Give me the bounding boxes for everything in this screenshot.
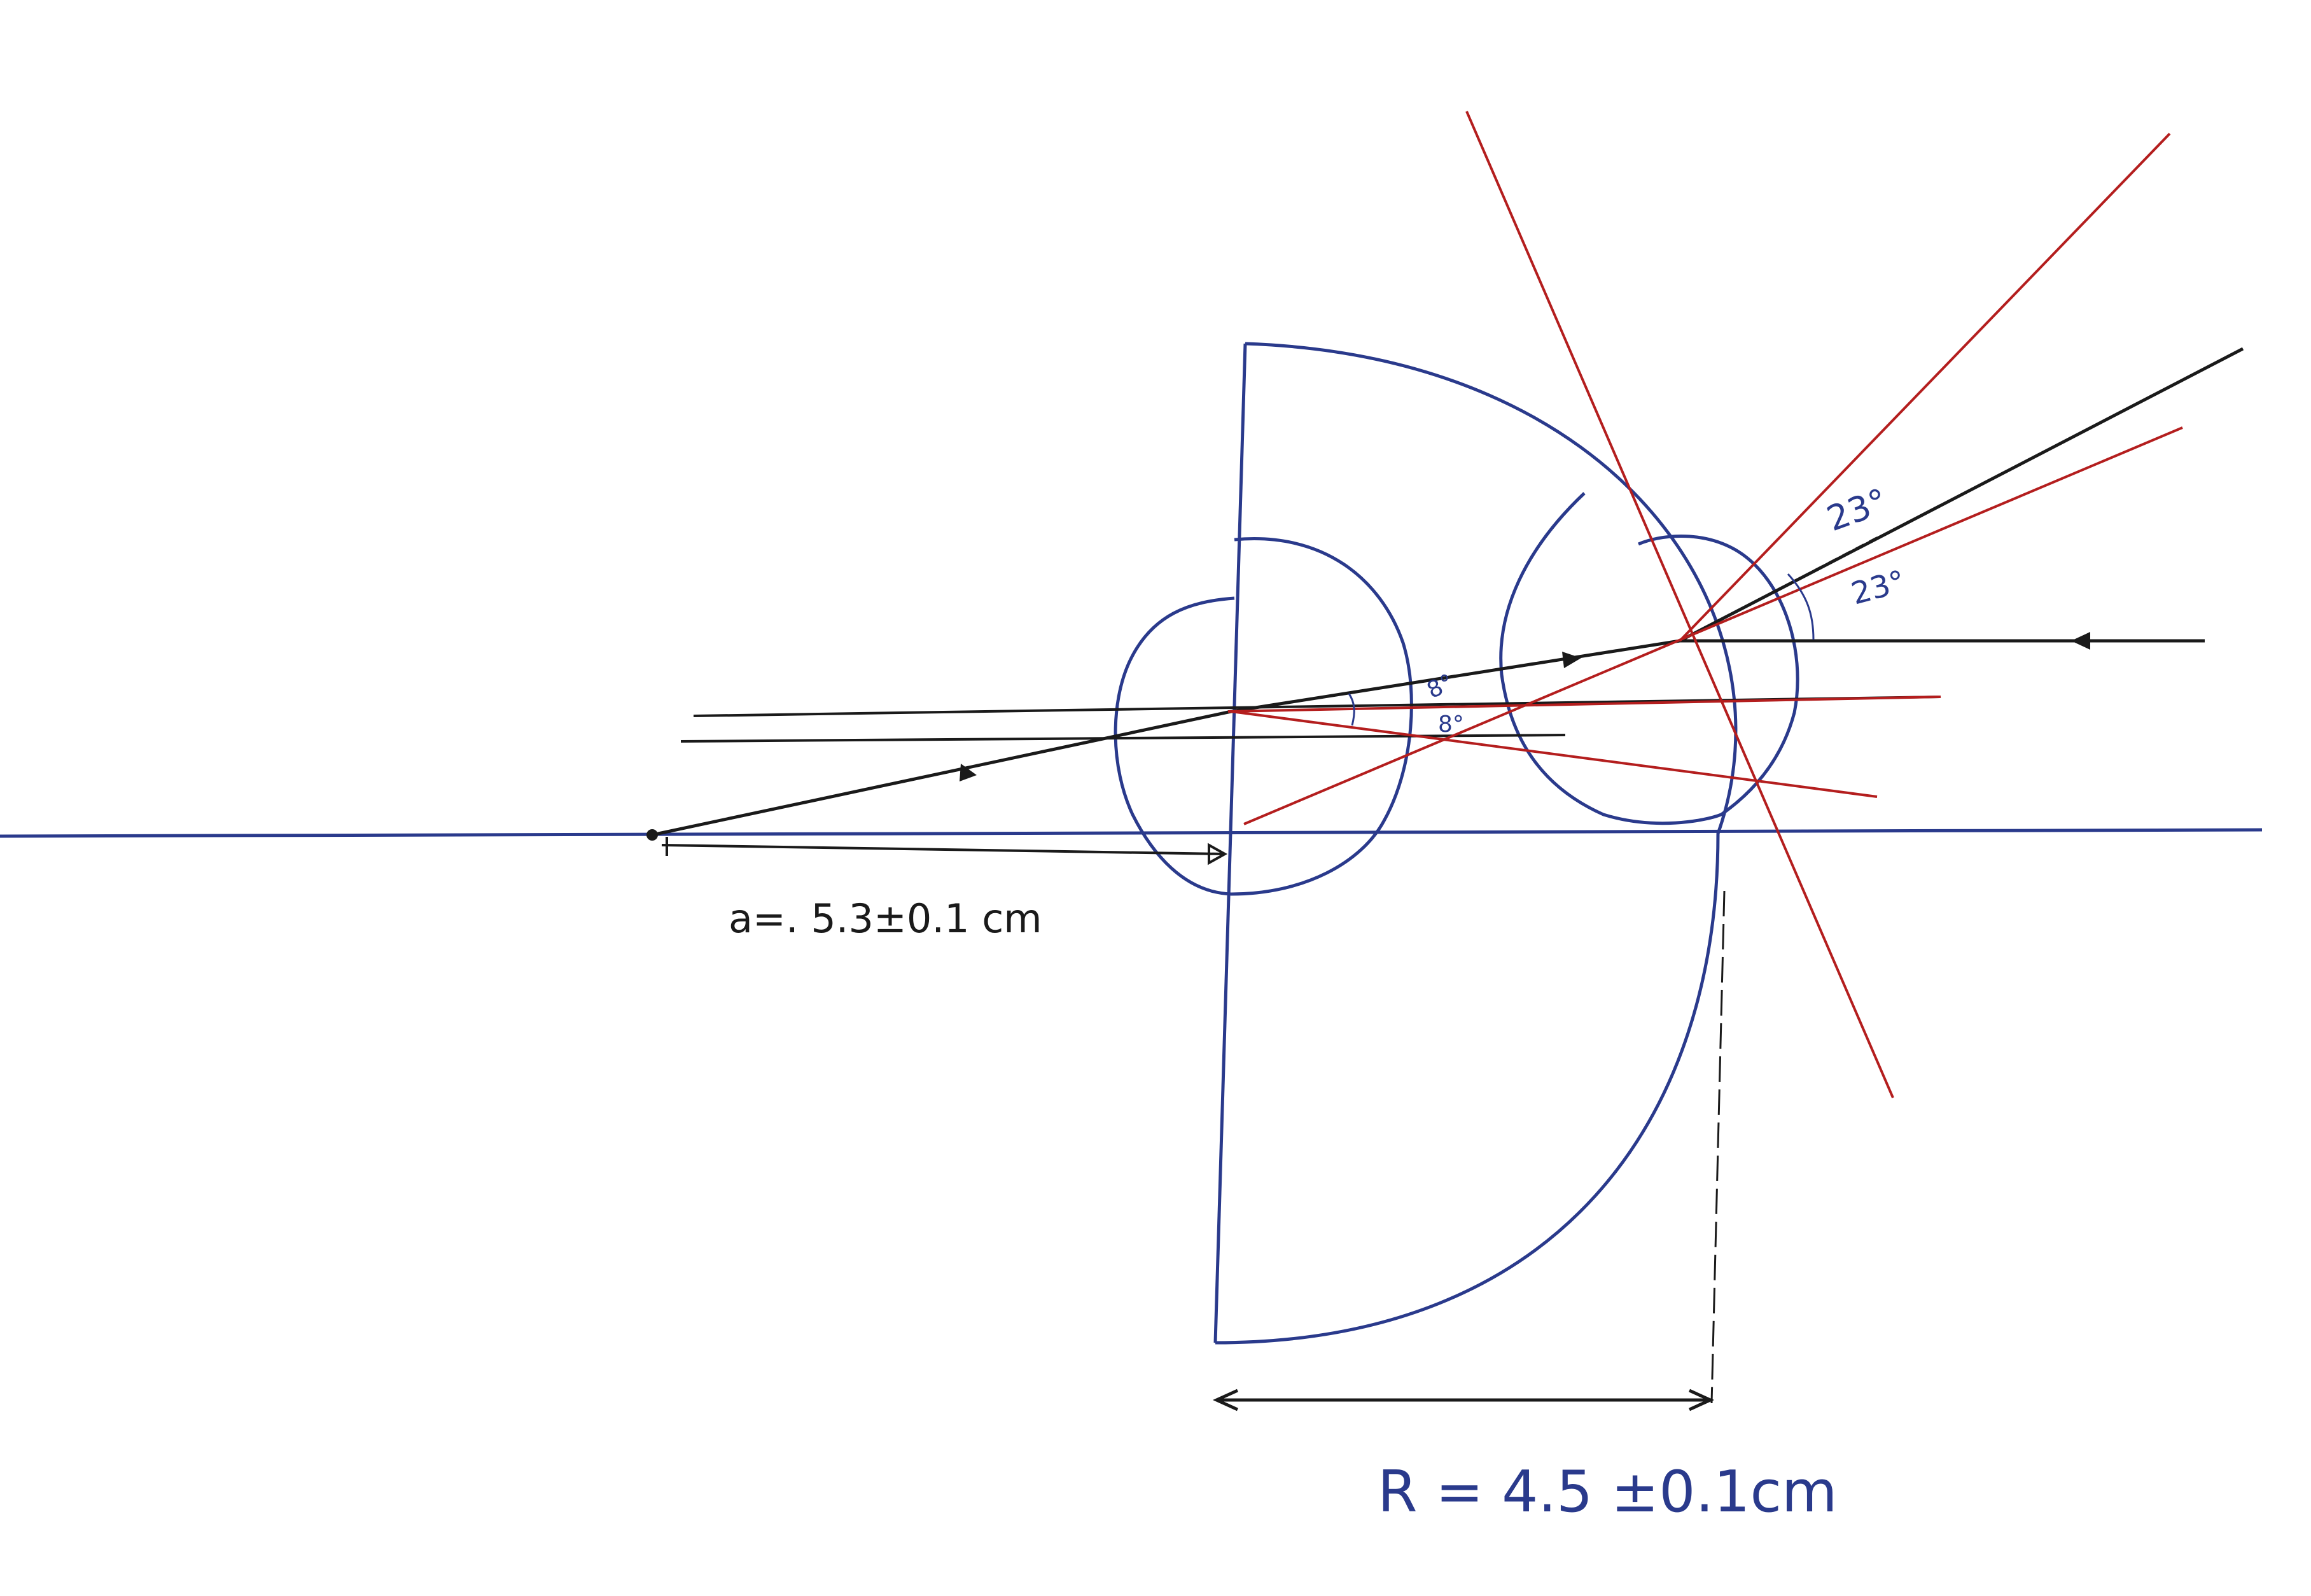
optical-axis xyxy=(0,828,2263,838)
incident-ray-arrow xyxy=(2071,632,2090,650)
angle-arc-23-top xyxy=(1787,573,1815,640)
label-angle-23-bottom: 23° xyxy=(1848,563,1910,612)
dimension-r-extension xyxy=(1710,890,1726,1404)
label-angle-8-top: 8° xyxy=(1423,669,1457,704)
lens-flat-face xyxy=(1213,343,1247,1343)
ray-dashed-continuation xyxy=(1679,535,1881,642)
focal-point xyxy=(646,829,658,841)
ray-extension-upper xyxy=(1679,347,2244,643)
normal-line-curved xyxy=(1465,111,1894,1098)
dimension-line-a xyxy=(661,844,1225,855)
dimension-a-arrow-right xyxy=(1208,843,1228,865)
label-a-measure: a=. 5.3±0.1 cm xyxy=(729,895,1042,942)
label-angle-23-top: 23° xyxy=(1822,480,1892,539)
red-line-slanted xyxy=(1231,710,1878,798)
protractor-circle-left xyxy=(1114,537,1413,896)
refracted-ray-inside xyxy=(1231,639,1680,713)
radius-line xyxy=(1243,426,2183,825)
emergent-ray xyxy=(652,710,1232,837)
lens-curved-face xyxy=(1215,342,1738,1345)
emergent-ray-arrow xyxy=(960,764,977,781)
red-line-horizontal xyxy=(1227,696,1941,713)
angle-arc-8 xyxy=(1348,693,1355,726)
dimension-r-arrow-left xyxy=(1212,1389,1239,1411)
protractor-circle-right xyxy=(1499,492,1799,825)
refracted-ray-arrow xyxy=(1562,652,1581,668)
label-angle-8-bottom: 8° xyxy=(1438,711,1464,738)
dimension-r-arrow-right xyxy=(1688,1389,1715,1411)
label-r-measure: R = 4.5 ±0.1cm xyxy=(1378,1459,1838,1525)
red-line-upper xyxy=(1679,132,2171,642)
